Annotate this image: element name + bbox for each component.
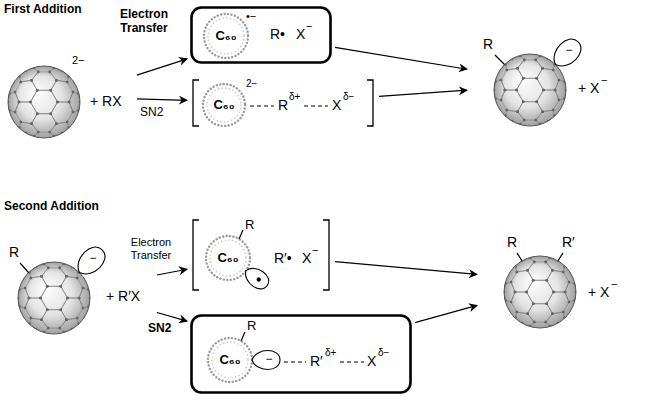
- orbital-lobe: [241, 263, 272, 292]
- highlight-box: [192, 8, 331, 63]
- reaction-arrow: [335, 47, 467, 69]
- formula-text: R•: [270, 26, 285, 42]
- formula-text: −: [89, 252, 96, 266]
- formula-text: C₆₀: [219, 353, 240, 368]
- partial-bond: [304, 106, 328, 107]
- formula-text: −: [565, 44, 572, 58]
- formula-text: −: [312, 244, 318, 257]
- product-group: R−+ X−: [470, 32, 642, 136]
- fullerene-lattice: [7, 67, 82, 138]
- bond-line: [239, 230, 243, 239]
- formula-text: X: [296, 26, 305, 42]
- formula-text: X: [302, 250, 311, 266]
- bond-line: [517, 253, 522, 261]
- formula-text: R: [483, 36, 493, 52]
- formula-text: −: [265, 353, 272, 367]
- formula-text: δ−: [343, 91, 354, 103]
- formula-text: + RX: [90, 93, 122, 109]
- partial-bond: [284, 362, 306, 363]
- partial-bond: [340, 362, 364, 363]
- radical-pair-box: C₆₀ •− R• X−: [190, 6, 332, 64]
- bracket: [193, 80, 199, 126]
- bond-line: [558, 253, 563, 261]
- formula-text: X: [367, 353, 376, 369]
- section-heading: Second Addition: [4, 200, 99, 214]
- bond-line: [20, 263, 29, 273]
- orbital-lobe: [252, 351, 280, 370]
- formula-text: R: [245, 218, 254, 233]
- reaction-arrow: [137, 59, 187, 75]
- formula-text: R: [247, 319, 256, 334]
- fullerene-ghost: [210, 240, 246, 276]
- formula-text: δ+: [325, 347, 336, 359]
- fullerene-ghost: [208, 338, 252, 382]
- arrow-label: Electron Transfer: [116, 236, 186, 261]
- radical-pair-bracket: C₆₀ R R′• X−: [190, 218, 332, 292]
- bond-line: [495, 55, 505, 65]
- fullerene-sphere: [8, 66, 80, 138]
- formula-text: R′: [562, 234, 575, 250]
- fullerene-ghost: [204, 14, 248, 58]
- formula-text: C₆₀: [213, 98, 234, 113]
- transition-state-bracket: C₆₀ 2− Rδ+ Xδ−: [190, 78, 376, 128]
- formula-text: R′: [310, 353, 323, 369]
- reaction-arrow: [415, 305, 477, 322]
- fullerene-sphere: [504, 256, 576, 328]
- formula-text: 2−: [72, 54, 85, 67]
- arrow-label: SN2: [148, 322, 171, 336]
- fullerene-ghost: [212, 342, 248, 378]
- bracket: [323, 220, 329, 290]
- formula-text: •−: [246, 10, 256, 23]
- fullerene-ghost: [203, 84, 245, 126]
- product-group: R R′ + X−: [480, 228, 644, 336]
- formula-text: + X: [588, 284, 609, 300]
- formula-text: R: [9, 244, 19, 260]
- reaction-arrow: [379, 90, 467, 96]
- species-drawing: [190, 6, 332, 64]
- transition-state-box: C₆₀ R − R′δ+ Xδ−: [190, 314, 412, 394]
- partial-bond: [250, 106, 274, 107]
- bracket: [367, 80, 373, 126]
- formula-text: −: [601, 74, 607, 87]
- arrow-label: SN2: [140, 106, 163, 120]
- reaction-arrow: [335, 262, 477, 275]
- fullerene-lattice: [503, 257, 578, 328]
- formula-text: + X: [578, 80, 599, 96]
- species-drawing: [470, 32, 642, 136]
- formula-text: R: [507, 234, 517, 250]
- formula-text: C₆₀: [217, 251, 238, 266]
- reaction-arrow: [157, 269, 187, 275]
- orbital-lobe: [548, 34, 586, 72]
- fullerene-outline: [8, 66, 80, 138]
- bond-line: [241, 332, 245, 341]
- formula-text: C₆₀: [215, 29, 236, 44]
- formula-text: R: [278, 97, 288, 113]
- reaction-arrow: [157, 312, 187, 321]
- formula-text: + R′X: [106, 288, 140, 304]
- formula-text: 2−: [246, 78, 257, 90]
- reaction-arrow: [137, 99, 187, 100]
- fullerene-ghost: [206, 236, 250, 280]
- reactant-group: 2− + RX: [4, 52, 134, 142]
- formula-text: R′•: [274, 250, 292, 266]
- section-heading: First Addition: [4, 3, 82, 17]
- orbital-lobe: [72, 242, 110, 280]
- formula-text: X: [332, 97, 341, 113]
- highlight-box: [192, 316, 411, 393]
- fullerene-ghost: [208, 18, 244, 54]
- bracket: [193, 220, 199, 290]
- fullerene-outline: [504, 256, 576, 328]
- formula-text: δ+: [289, 91, 300, 103]
- formula-text: −: [611, 278, 617, 291]
- formula-text: −: [306, 20, 312, 33]
- fullerene-ghost: [207, 88, 241, 122]
- formula-text: δ−: [378, 347, 389, 359]
- arrow-label: Electron Transfer: [104, 8, 184, 36]
